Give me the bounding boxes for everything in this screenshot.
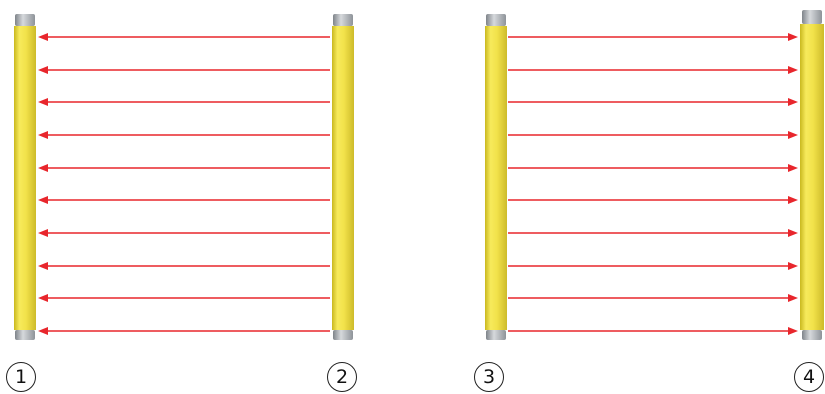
beam-arrow-left-1: [38, 33, 330, 41]
pair-left: [14, 14, 354, 340]
beam-arrow-left-3: [38, 98, 330, 106]
beam-arrow-right-2: [508, 66, 798, 74]
beam-arrow-left-7: [38, 229, 330, 237]
beam-arrow-left-10: [38, 327, 330, 335]
receiver-bar-1: [14, 14, 36, 340]
beam-set-right: [508, 33, 798, 335]
beam-arrow-left-9: [38, 294, 330, 302]
beam-arrow-left-8: [38, 262, 330, 270]
emitter-bar-2: [332, 14, 354, 340]
beam-arrow-right-1: [508, 33, 798, 41]
emitter-bar-3: [485, 14, 507, 340]
beam-arrow-right-3: [508, 98, 798, 106]
beam-arrow-left-5: [38, 164, 330, 172]
beam-arrow-right-5: [508, 164, 798, 172]
beam-arrow-right-4: [508, 131, 798, 139]
beam-arrow-right-6: [508, 196, 798, 204]
beam-arrow-right-10: [508, 327, 798, 335]
unit-number-2: 2: [327, 362, 357, 392]
beam-arrow-right-9: [508, 294, 798, 302]
beam-arrow-right-7: [508, 229, 798, 237]
pair-right: [485, 10, 824, 340]
unit-number-4: 4: [794, 362, 824, 392]
receiver-bar-4: [800, 10, 824, 340]
beam-arrow-left-6: [38, 196, 330, 204]
beam-arrow-right-8: [508, 262, 798, 270]
beam-set-left: [38, 33, 330, 335]
beam-arrow-left-4: [38, 131, 330, 139]
unit-number-3: 3: [474, 362, 504, 392]
beam-arrow-left-2: [38, 66, 330, 74]
unit-number-1: 1: [6, 362, 36, 392]
